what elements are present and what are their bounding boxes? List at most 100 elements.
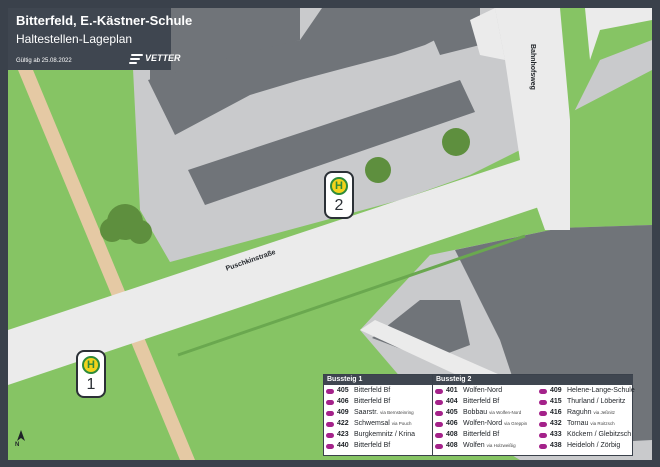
north-arrow: N — [15, 430, 27, 454]
line-destination-name: Heideloh / Zörbig — [567, 442, 621, 449]
line-number: 409 — [337, 409, 349, 416]
line-destination-name: Raguhn — [567, 409, 592, 416]
line-destination: Bitterfeld Bf — [463, 431, 499, 438]
road-bahnhofsweg — [495, 8, 570, 230]
bus-line-icon — [326, 444, 334, 449]
map-subtitle: Haltestellen-Lageplan — [16, 32, 133, 46]
line-destination: Wolfen-Nord via Greppin — [463, 420, 527, 427]
line-destination-name: Wolfen-Nord — [463, 387, 503, 394]
grass-top-right — [560, 8, 652, 120]
line-number: 422 — [337, 420, 349, 427]
footpath — [18, 70, 195, 460]
bus-line-icon — [326, 433, 334, 438]
north-label: N — [15, 442, 20, 448]
line-number: 423 — [337, 431, 349, 438]
line-number: 433 — [550, 431, 562, 438]
line-destination: Tornau via Roitzsch — [567, 420, 615, 427]
bus-line-icon — [435, 433, 443, 438]
line-destination: Wolfen via Holzweißig — [463, 442, 516, 449]
line-number: 440 — [337, 442, 349, 449]
line-destination: Burgkemnitz / Krina — [354, 431, 415, 438]
line-destination-name: Bobbau — [463, 409, 488, 416]
line-destination-name: Saarstr. — [354, 409, 379, 416]
line-destination: Bitterfeld Bf — [354, 398, 390, 405]
bus-line-icon — [539, 433, 547, 438]
line-via: via Pouch — [391, 421, 412, 426]
map-header: Bitterfeld, E.-Kästner-Schule Haltestell… — [8, 8, 192, 70]
line-destination: Saarstr. via Bernsteinring — [354, 409, 414, 416]
line-destination: Wolfen-Nord — [463, 387, 502, 394]
line-destination: Bitterfeld Bf — [354, 387, 390, 394]
legend-bay-2-title: Bussteig 2 — [433, 375, 633, 385]
road-bahnhofsweg-upper — [470, 8, 505, 60]
line-destination: Helene-Lange-Schule — [567, 387, 635, 394]
tree-large — [100, 204, 152, 244]
bus-line-icon — [539, 444, 547, 449]
line-destination-name: Bitterfeld Bf — [463, 431, 500, 438]
bus-line-icon — [326, 400, 334, 405]
line-number: 406 — [337, 398, 349, 405]
bus-line-icon — [435, 389, 443, 394]
bus-stop-number: 1 — [86, 376, 96, 393]
operator-logo: VETTER — [129, 52, 181, 66]
line-number: 438 — [550, 442, 562, 449]
street-label-bahnhofsweg: Bahnhofsweg — [529, 44, 536, 90]
line-destination: Raguhn via Jeßnitz — [567, 409, 615, 416]
line-destination-name: Burgkemnitz / Krina — [354, 431, 416, 438]
building-c — [188, 80, 475, 205]
line-number: 416 — [550, 409, 562, 416]
bus-stop-bay-2[interactable]: H 2 — [324, 171, 354, 219]
line-destination-name: Helene-Lange-Schule — [567, 387, 635, 394]
bus-line-icon — [539, 389, 547, 394]
line-number: 405 — [337, 387, 349, 394]
stop-title: Bitterfeld, E.-Kästner-Schule — [16, 13, 193, 28]
bus-line-icon — [435, 400, 443, 405]
line-destination: Köckern / Glebitzsch — [567, 431, 631, 438]
line-destination: Heideloh / Zörbig — [567, 442, 620, 449]
bus-line-icon — [326, 411, 334, 416]
line-via: via Greppin — [504, 421, 528, 426]
bus-line-icon — [539, 411, 547, 416]
line-number: 432 — [550, 420, 562, 427]
line-destination-name: Tornau — [567, 420, 589, 427]
building-b — [148, 8, 455, 135]
bus-line-icon — [539, 400, 547, 405]
bus-stop-number: 2 — [334, 197, 344, 214]
bus-line-icon — [435, 444, 443, 449]
line-number: 408 — [446, 431, 458, 438]
line-via: via Bernsteinring — [380, 410, 414, 415]
line-number: 408 — [446, 442, 458, 449]
line-destination: Bobbau via Wolfen-Nord — [463, 409, 521, 416]
line-destination-name: Thurland / Löberitz — [567, 398, 626, 405]
line-destination: Schwemsal via Pouch — [354, 420, 412, 427]
line-via: via Wolfen-Nord — [489, 410, 522, 415]
bus-line-icon — [326, 389, 334, 394]
legend-bay-1-title: Bussteig 1 — [324, 375, 432, 385]
line-via: via Roitzsch — [590, 421, 615, 426]
line-number: 401 — [446, 387, 458, 394]
line-destination-name: Bitterfeld Bf — [354, 442, 391, 449]
logo-mark-icon — [129, 54, 143, 64]
validity-date: Gültig ab 25.08.2022 — [16, 58, 72, 64]
line-via: via Jeßnitz — [593, 410, 615, 415]
line-number: 404 — [446, 398, 458, 405]
logo-word: VETTER — [145, 53, 181, 63]
north-arrow-icon — [17, 430, 25, 441]
bus-stop-bay-1[interactable]: H 1 — [76, 350, 106, 398]
line-destination-name: Bitterfeld Bf — [354, 398, 391, 405]
line-number: 409 — [550, 387, 562, 394]
line-number: 406 — [446, 420, 458, 427]
line-via: via Holzweißig — [486, 443, 516, 448]
line-destination: Bitterfeld Bf — [463, 398, 499, 405]
bus-line-icon — [539, 422, 547, 427]
tree-small-a — [365, 157, 391, 183]
line-destination-name: Wolfen-Nord — [463, 420, 503, 427]
building-d — [420, 8, 480, 55]
line-destination: Thurland / Löberitz — [567, 398, 625, 405]
line-destination-name: Wolfen — [463, 442, 485, 449]
line-destination-name: Bitterfeld Bf — [354, 387, 391, 394]
bus-line-icon — [435, 422, 443, 427]
line-number: 405 — [446, 409, 458, 416]
